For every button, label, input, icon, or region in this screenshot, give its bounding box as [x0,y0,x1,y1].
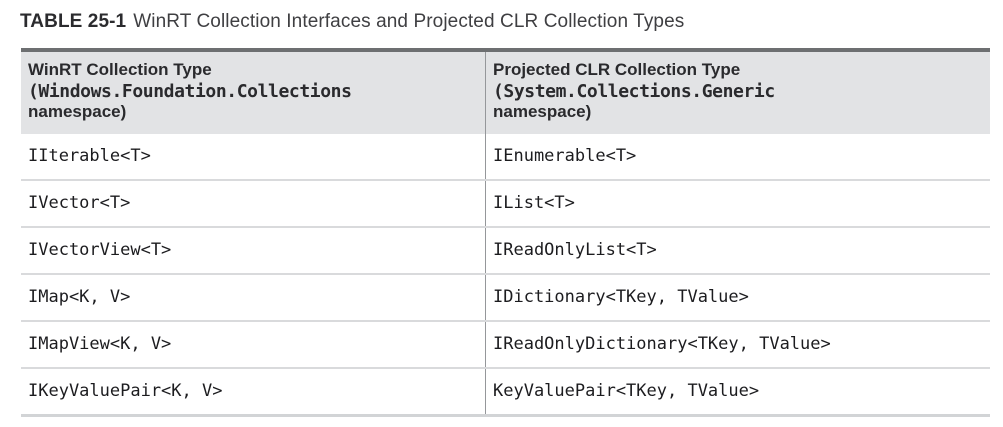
winrt-type-cell: IMap<K, V> [28,287,131,308]
clr-type-cell: IReadOnlyList<T> [485,227,990,273]
table-caption-text: WinRT Collection Interfaces and Projecte… [133,11,685,32]
winrt-type-cell: IVectorView<T> [28,240,172,261]
clr-type-cell: IReadOnlyDictionary<TKey, TValue> [485,321,990,367]
table-row: IMapView<K, V> IReadOnlyDictionary<TKey,… [21,321,990,369]
table-row: IMap<K, V> IDictionary<TKey, TValue> [21,274,990,322]
table-row: IVectorView<T> IReadOnlyList<T> [21,227,990,275]
table-caption-label: TABLE 25-1 [20,11,127,32]
table-header-row: WinRT Collection Type (Windows.Foundatio… [21,52,990,134]
clr-type-cell: KeyValuePair<TKey, TValue> [485,368,990,414]
table-caption: TABLE 25-1 WinRT Collection Interfaces an… [20,11,684,33]
winrt-type-cell: IIterable<T> [28,146,151,167]
clr-type-cell: IEnumerable<T> [485,133,990,179]
winrt-type-cell: IMapView<K, V> [28,334,172,355]
header-winrt-title: WinRT Collection Type [28,60,212,79]
table-body: IIterable<T> IEnumerable<T> IVector<T> I… [21,133,990,417]
clr-type-cell: IList<T> [485,180,990,226]
header-clr-namespace: (System.Collections.Generic [493,80,775,102]
header-cell-clr-type: Projected CLR Collection Type (System.Co… [485,52,990,134]
header-cell-winrt-type: WinRT Collection Type (Windows.Foundatio… [21,52,485,134]
table-row: IVector<T> IList<T> [21,180,990,228]
header-clr-namespace-suffix: namespace) [493,101,592,121]
header-winrt-namespace-suffix: namespace) [28,101,127,121]
header-winrt-namespace: (Windows.Foundation.Collections [28,80,352,102]
collections-mapping-table: WinRT Collection Type (Windows.Foundatio… [21,48,990,417]
winrt-type-cell: IKeyValuePair<K, V> [28,381,223,402]
winrt-type-cell: IVector<T> [28,193,131,214]
table-row: IIterable<T> IEnumerable<T> [21,133,990,181]
table-row: IKeyValuePair<K, V> KeyValuePair<TKey, T… [21,368,990,417]
header-clr-title: Projected CLR Collection Type [493,60,741,79]
clr-type-cell: IDictionary<TKey, TValue> [485,274,990,320]
